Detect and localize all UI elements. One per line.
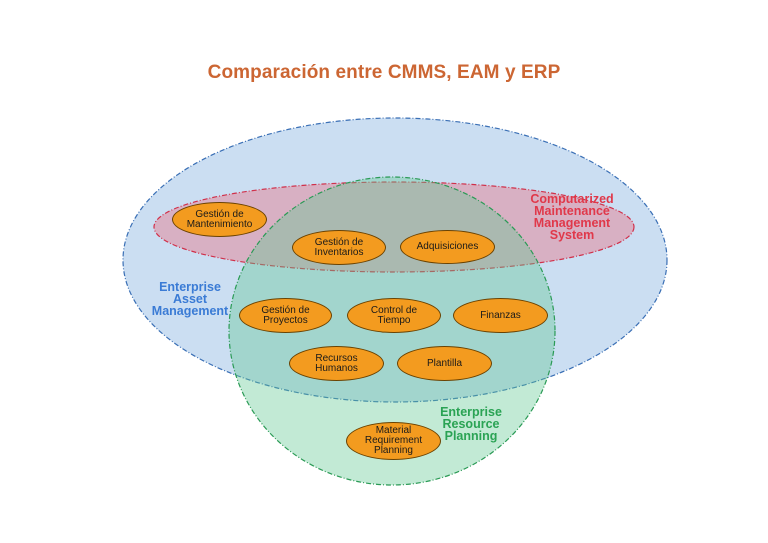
erp-label: Enterprise Resource Planning (440, 405, 502, 443)
node-material-requirement-planning: Material Requirement Planning (346, 422, 441, 460)
eam-label: Enterprise Asset Management (151, 280, 229, 318)
node-finanzas: Finanzas (453, 298, 548, 333)
node-recursos-humanos: Recursos Humanos (289, 346, 384, 381)
cmms-label: Computarized Maintenance Management Syst… (530, 192, 614, 242)
node-gestion-inventarios: Gestión de Inventarios (292, 230, 386, 265)
node-adquisiciones: Adquisiciones (400, 230, 495, 264)
node-gestion-mantenimiento: Gestión de Mantenimiento (172, 202, 267, 237)
node-gestion-proyectos: Gestión de Proyectos (239, 298, 332, 333)
diagram-title: Comparación entre CMMS, EAM y ERP (207, 62, 561, 83)
node-control-tiempo: Control de Tiempo (347, 298, 441, 333)
node-plantilla: Plantilla (397, 346, 492, 381)
cmms-set (153, 181, 635, 273)
